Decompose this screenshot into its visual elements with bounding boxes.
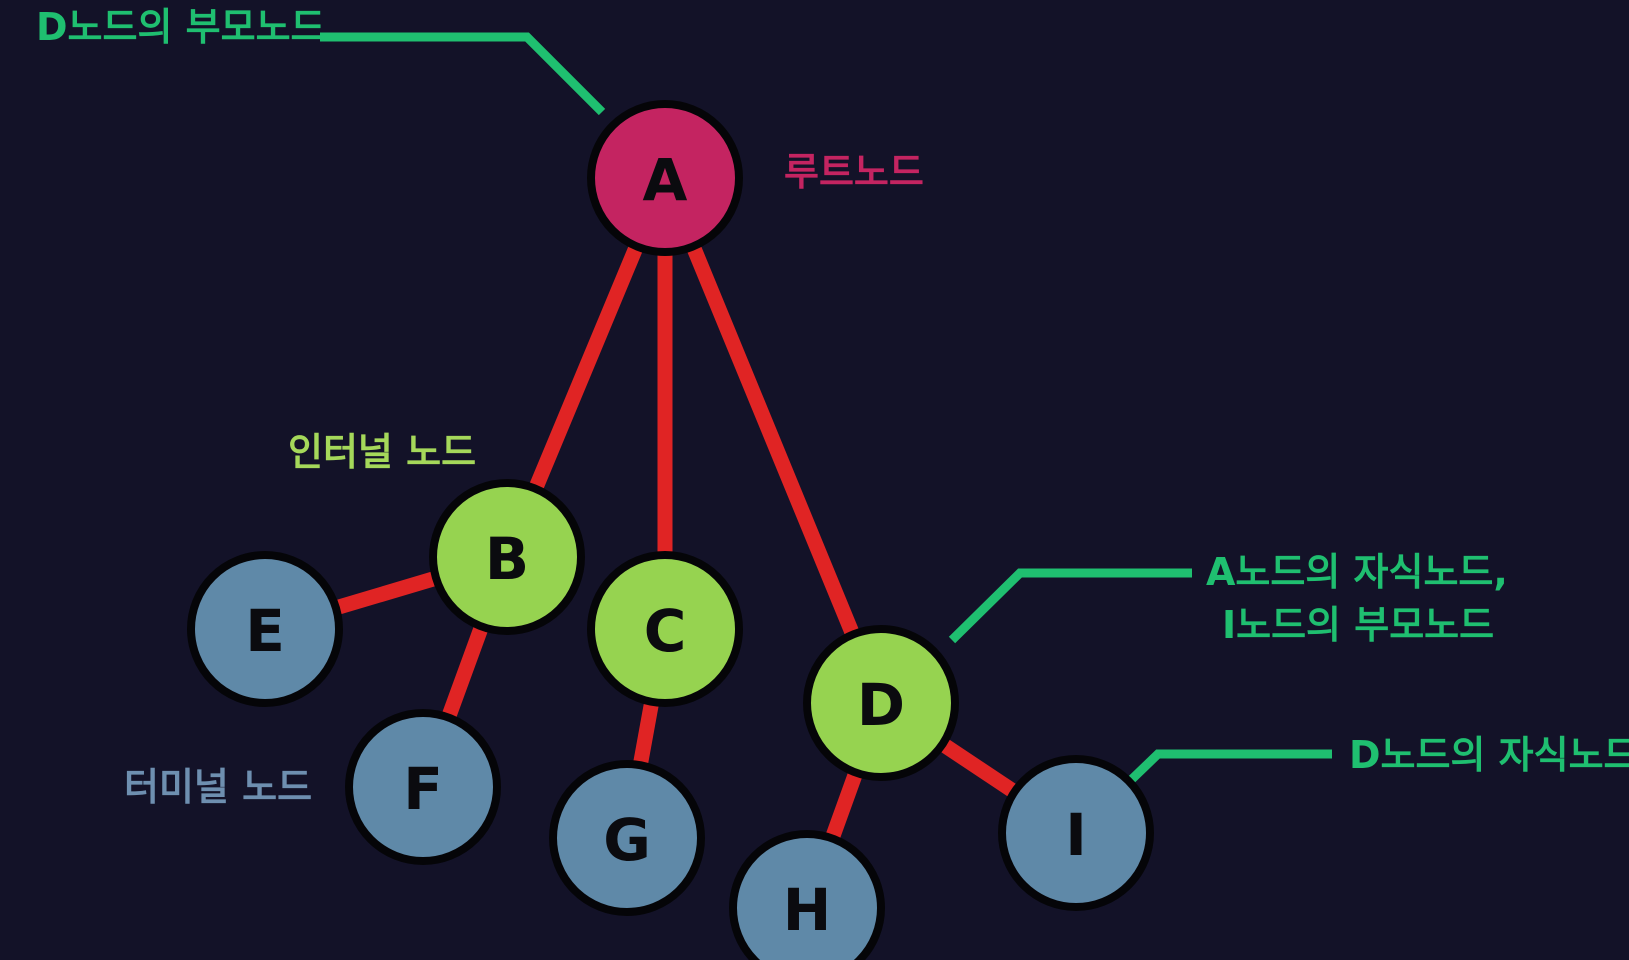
node-label-b: B <box>485 525 529 593</box>
node-h: H <box>729 830 885 960</box>
node-circle-b <box>429 479 585 635</box>
callout-line-d-parent <box>320 32 606 116</box>
edge-a-d <box>658 175 888 706</box>
node-label-g: G <box>603 806 651 874</box>
d-child-label: D노드의 자식노드 <box>1349 733 1629 777</box>
node-c: C <box>587 551 743 707</box>
nodes-layer: A B C D E F G H I <box>187 100 1154 960</box>
callouts-layer <box>320 32 1332 785</box>
node-circle-h <box>729 830 885 960</box>
node-f: F <box>345 709 501 865</box>
node-circle-f <box>345 709 501 865</box>
node-circle-i <box>998 755 1154 911</box>
d-parent-label: D노드의 부모노드 <box>36 5 326 49</box>
node-circle-g <box>549 760 705 916</box>
node-d: D <box>803 625 959 781</box>
internal-node-label: 인터널 노드 <box>288 430 476 474</box>
node-label-c: C <box>644 597 687 665</box>
root-node-label: 루트노드 <box>784 150 924 194</box>
callout-line-d-child <box>1126 749 1332 785</box>
node-circle-a <box>587 100 743 256</box>
node-label-h: H <box>783 876 832 944</box>
node-i: I <box>998 755 1154 911</box>
a-child-label-line1: A노드의 자식노드, <box>1206 550 1508 594</box>
a-child-label-line2: I노드의 부모노드 <box>1222 603 1494 647</box>
node-label-f: F <box>403 755 443 823</box>
node-label-d: D <box>857 671 905 739</box>
node-circle-c <box>587 551 743 707</box>
node-g: G <box>549 760 705 916</box>
node-label-i: I <box>1065 801 1087 869</box>
node-circle-e <box>187 551 343 707</box>
node-e: E <box>187 551 343 707</box>
node-a: A <box>587 100 743 256</box>
node-label-e: E <box>245 597 285 665</box>
terminal-node-label: 터미널 노드 <box>124 765 312 809</box>
callout-line-a-child <box>948 568 1192 644</box>
node-circle-d <box>803 625 959 781</box>
node-label-a: A <box>643 146 688 214</box>
node-b: B <box>429 479 585 635</box>
